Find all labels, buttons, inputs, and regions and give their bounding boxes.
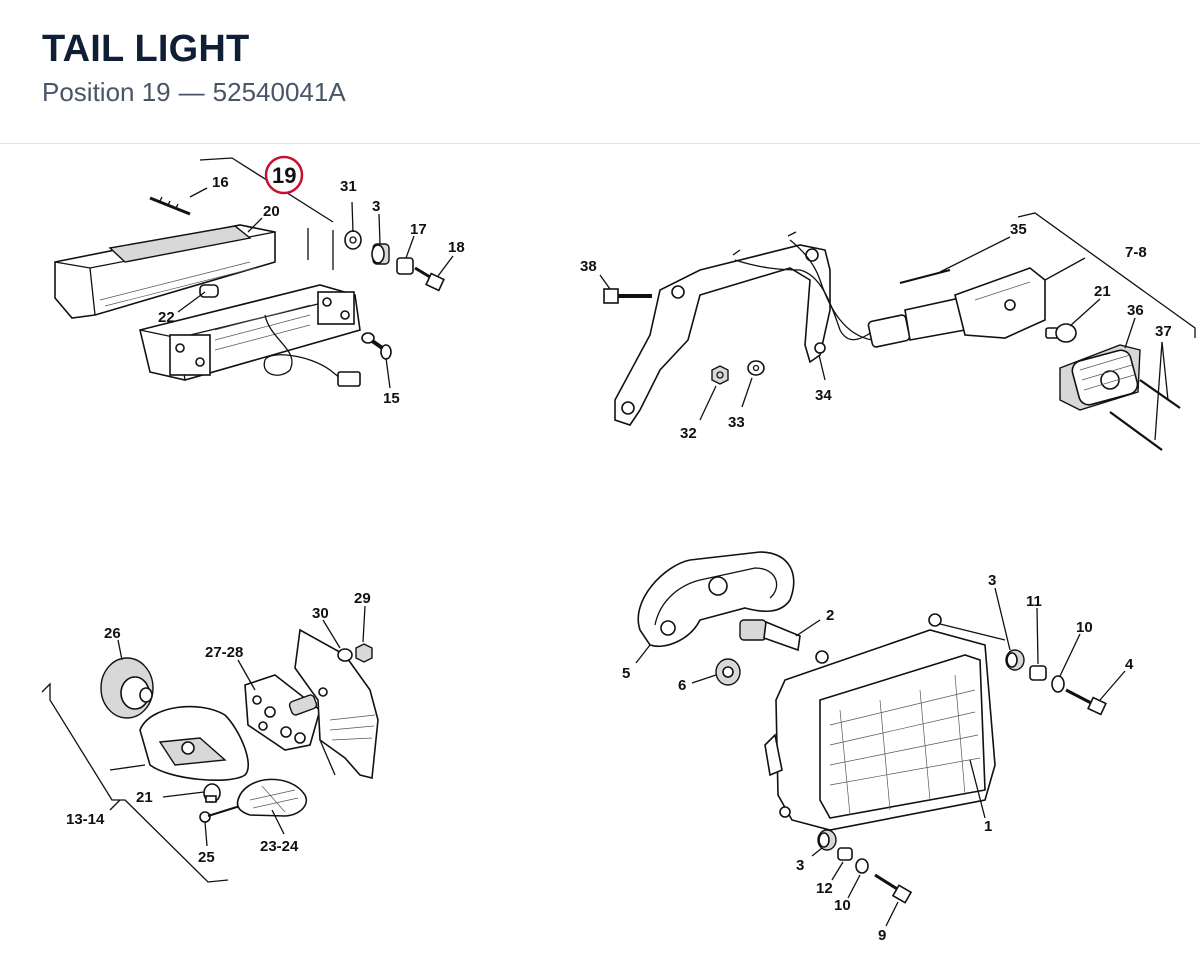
- page-header: TAIL LIGHT Position 19—52540041A: [0, 0, 1200, 144]
- callout-21-front: 21: [136, 789, 153, 806]
- washer-33-part: [747, 360, 765, 376]
- callout-27-28: 27-28: [205, 644, 243, 661]
- callout-10-bottom: 10: [834, 897, 851, 914]
- bolt-38-part: [603, 288, 652, 304]
- nut-29-part: [355, 643, 373, 663]
- bolt-16-part: [149, 196, 191, 216]
- screw-25-part: [199, 805, 241, 823]
- bulb-21-front-part: [203, 783, 221, 803]
- headlight-assembly: 2 5 6 3 11 10 4 1 3 12 10 9: [622, 551, 1134, 944]
- callout-35: 35: [1010, 221, 1027, 238]
- callout-18: 18: [448, 239, 465, 256]
- tail-lens-part: [54, 224, 276, 319]
- callout-9: 9: [878, 927, 886, 944]
- socket-6-part: [715, 658, 741, 686]
- callout-16: 16: [212, 174, 229, 191]
- callout-25: 25: [198, 849, 215, 866]
- callout-22: 22: [158, 309, 175, 326]
- headlight-bracket-5-part: [637, 551, 795, 647]
- fairing-panel-part: [294, 628, 379, 779]
- bolt-18-part: [414, 266, 445, 292]
- callout-7-8: 7-8: [1125, 244, 1147, 261]
- callout-12: 12: [816, 880, 833, 897]
- spacer-12-part: [837, 847, 853, 861]
- tail-light-assembly: 16 20 31 3 17 18 22 15 19: [54, 155, 465, 407]
- page-title: TAIL LIGHT: [42, 28, 250, 70]
- spacer-11-part: [1029, 665, 1047, 681]
- callout-2: 2: [826, 607, 834, 624]
- callout-13-14: 13-14: [66, 811, 105, 828]
- callout-17: 17: [410, 221, 427, 238]
- callout-26: 26: [104, 625, 121, 642]
- callout-37: 37: [1155, 323, 1172, 340]
- spacer-17-part: [396, 257, 414, 275]
- callout-4: 4: [1125, 656, 1134, 673]
- callout-11: 11: [1026, 593, 1042, 610]
- callout-29: 29: [354, 590, 371, 607]
- washer-10-bottom-part: [855, 858, 869, 874]
- callout-15: 15: [383, 390, 400, 407]
- position-label: Position 19: [42, 77, 171, 107]
- callout-33: 33: [728, 414, 745, 431]
- washer-30-part: [337, 648, 353, 662]
- callout-20: 20: [263, 203, 280, 220]
- grommet-3-bottom-part: [817, 829, 837, 851]
- callout-6: 6: [678, 677, 686, 694]
- bolt-15-part: [361, 332, 392, 360]
- washer-10-right-part: [1051, 675, 1065, 693]
- cover-26-part: [100, 657, 154, 719]
- nut-32-part: [711, 365, 729, 385]
- callout-23-24: 23-24: [260, 838, 299, 855]
- mount-plate-27-28-part: [244, 674, 321, 751]
- part-number: 52540041A: [212, 77, 346, 107]
- page-subtitle: Position 19—52540041A: [42, 77, 346, 108]
- rear-signal-assembly: 38 35 7-8 21 36 37 32 33 34: [580, 212, 1196, 451]
- washer-31-part: [344, 230, 362, 250]
- front-signal-assembly: 26 27-28 30 29 21 13-14 25 23-24: [41, 590, 379, 883]
- subtitle-separator: —: [178, 77, 205, 107]
- callout-31: 31: [340, 178, 357, 195]
- grommet-3-part: [371, 243, 390, 265]
- bolt-9-part: [874, 873, 913, 904]
- bulb-2-part: [739, 619, 801, 652]
- grommet-3-right-part: [1005, 649, 1025, 671]
- callout-30: 30: [312, 605, 329, 622]
- callout-38: 38: [580, 258, 597, 275]
- lens-23-24-part: [236, 778, 307, 817]
- exploded-parts-diagram: 16 20 31 3 17 18 22 15 19: [41, 155, 1196, 944]
- callout-21-rear: 21: [1094, 283, 1111, 300]
- callout-5: 5: [622, 665, 630, 682]
- bulb-21-rear-part: [1045, 323, 1077, 343]
- tail-housing-part: [139, 284, 361, 387]
- signal-body-13-14-part: [139, 705, 250, 781]
- lens-36-part: [1059, 344, 1141, 411]
- callout-32: 32: [680, 425, 697, 442]
- callout-19-label: 19: [272, 163, 296, 188]
- callout-1: 1: [984, 818, 992, 835]
- callout-3-right: 3: [988, 572, 996, 589]
- callout-34: 34: [815, 387, 832, 404]
- callout-36: 36: [1127, 302, 1144, 319]
- callout-3: 3: [372, 198, 380, 215]
- bolt-4-part: [1065, 688, 1107, 716]
- headlight-unit-1-part: [764, 613, 1006, 831]
- highlighted-callout-19[interactable]: 19: [264, 155, 304, 195]
- callout-3-bottom: 3: [796, 857, 804, 874]
- callout-10-right: 10: [1076, 619, 1093, 636]
